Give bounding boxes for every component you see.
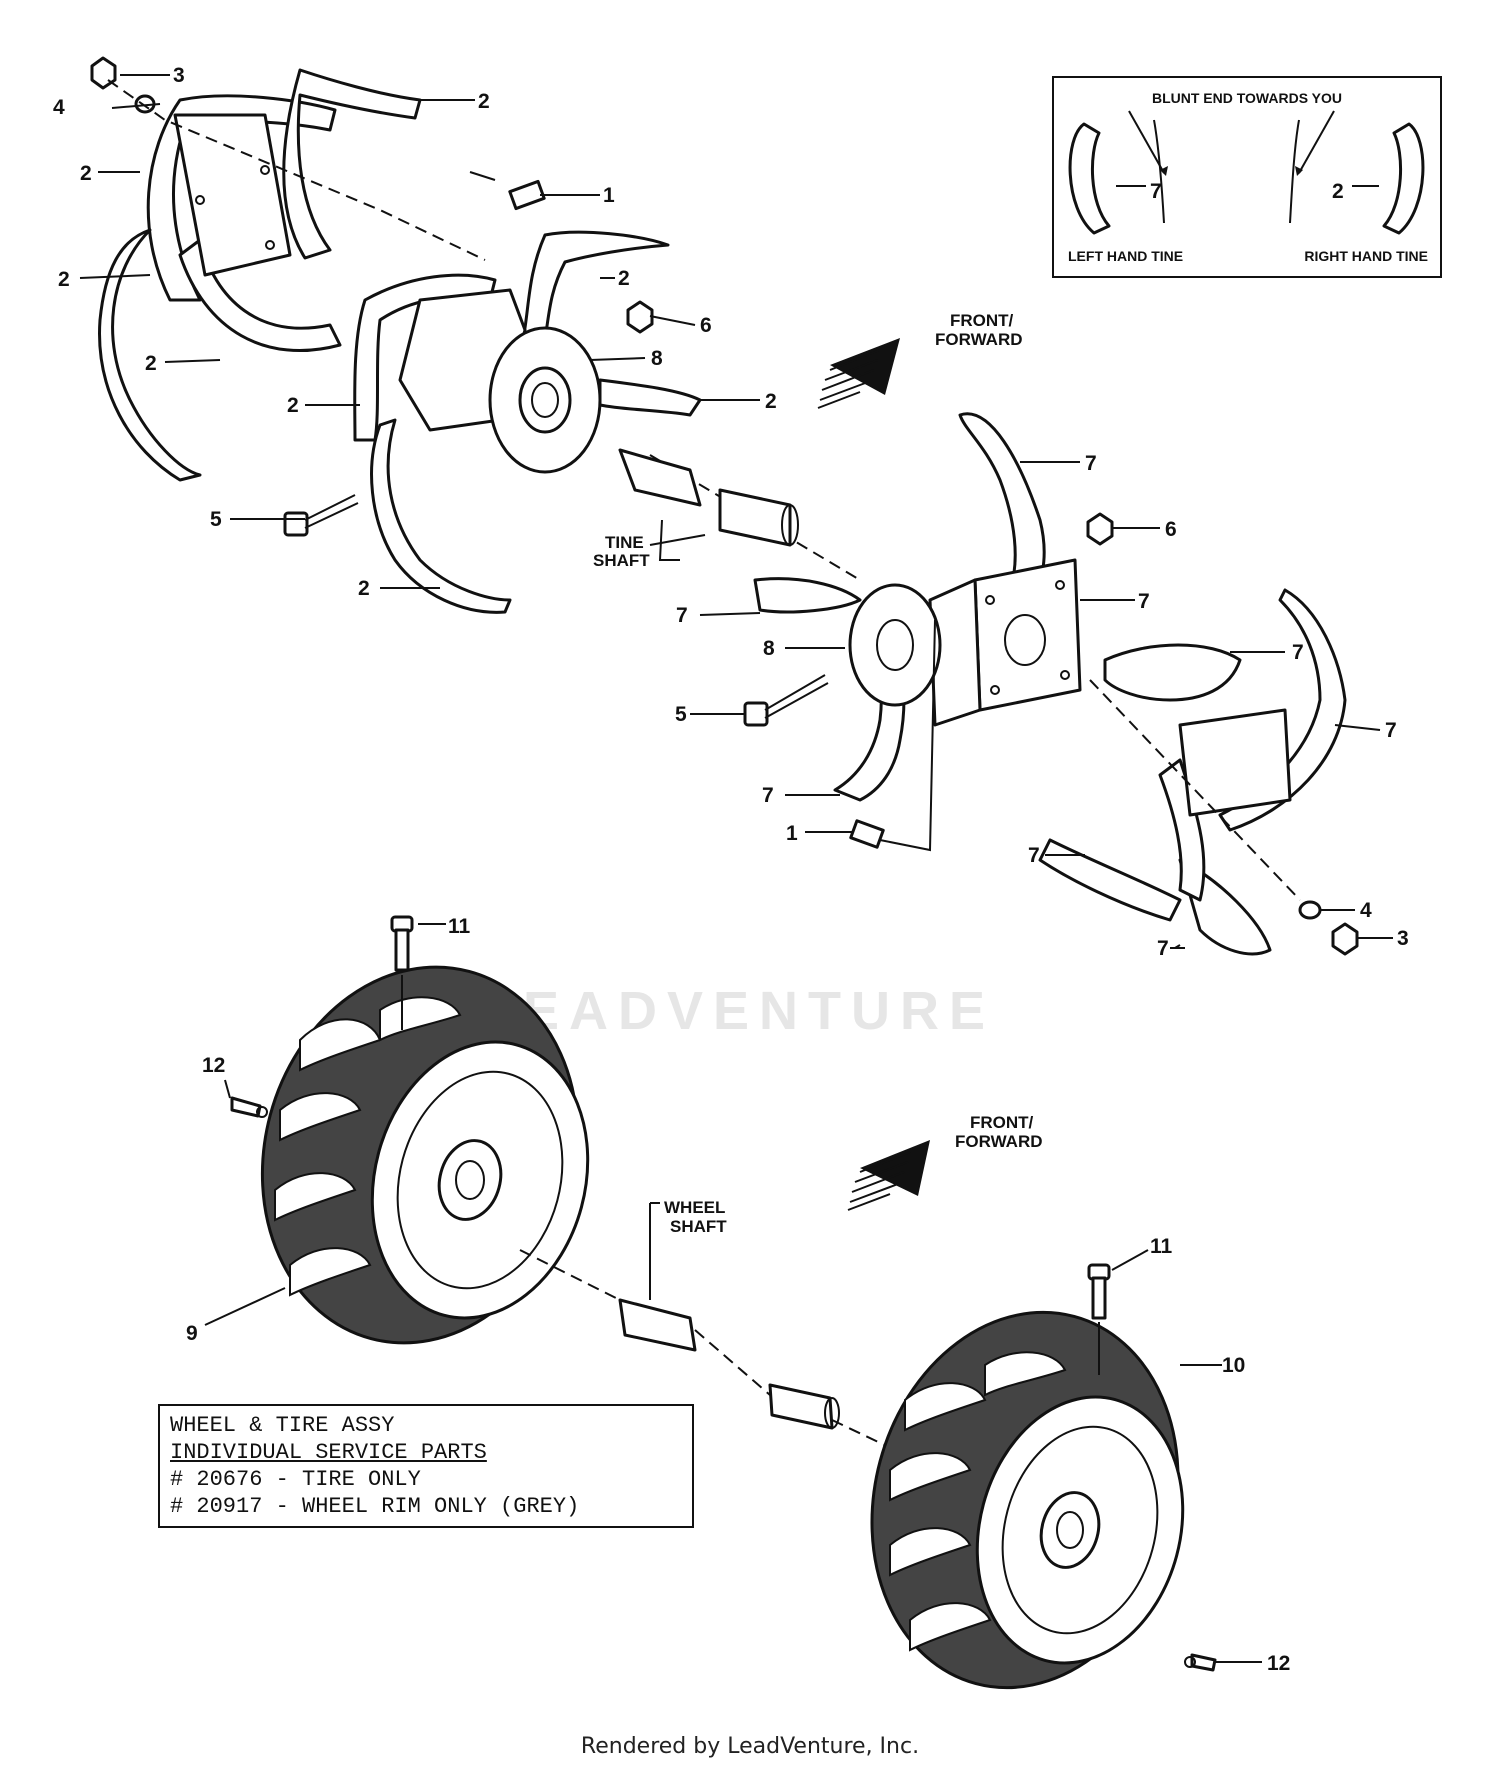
tine-shaft (618, 448, 799, 547)
callout-2: 2 (287, 394, 299, 417)
clip-part-12 (230, 1096, 268, 1118)
leader-lines (79, 74, 1393, 1663)
callout-12: 12 (202, 1054, 225, 1077)
legend-illustration: 7 2 (1068, 110, 1425, 235)
callout-2: 2 (145, 352, 157, 375)
bolt-part-1 (849, 619, 936, 852)
nut-part-6 (1086, 512, 1114, 546)
left-hand-tine-icon (1068, 122, 1111, 235)
callout-7: 7 (676, 604, 688, 627)
legend-right-number: 2 (1332, 180, 1344, 203)
service-line-1: WHEEL & TIRE ASSY (170, 1413, 395, 1438)
callout-2: 2 (58, 268, 70, 291)
callout-1: 1 (786, 822, 798, 845)
callout-12: 12 (1267, 1652, 1290, 1675)
tine-part-2 (518, 230, 670, 362)
service-line-4: # 20917 - WHEEL RIM ONLY (GREY) (170, 1494, 580, 1519)
callout-3: 3 (1397, 927, 1409, 950)
text-labels: FRONT/ FORWARD TINE SHAFT FRONT/ FORWARD… (593, 311, 1043, 1236)
callout-8: 8 (763, 637, 775, 660)
tine-mount-plate (173, 113, 292, 277)
pin-part-11 (1087, 1263, 1111, 1375)
callout-4: 4 (1360, 899, 1372, 922)
hub-flange (848, 583, 942, 707)
callout-9: 9 (186, 1322, 198, 1345)
bolt-part-5 (283, 494, 359, 537)
tine-part-2 (370, 418, 512, 614)
callout-7: 7 (1085, 452, 1097, 475)
callout-7: 7 (1292, 641, 1304, 664)
tine-part-2 (353, 273, 497, 442)
right-hand-tine-icon (1382, 122, 1425, 235)
tine-part-2 (98, 228, 202, 482)
callout-7: 7 (1028, 844, 1040, 867)
wheel-shaft-label-line2: SHAFT (670, 1217, 727, 1236)
tine-orientation-legend: BLUNT END TOWARDS YOU 7 2 LEFT HAND TINE… (1052, 76, 1442, 278)
front-forward-label-line2: FORWARD (955, 1132, 1043, 1151)
clip-part-12 (1184, 1653, 1217, 1672)
service-parts-note: WHEEL & TIRE ASSY INDIVIDUAL SERVICE PAR… (158, 1404, 694, 1528)
tine-mount-plate-rear (1178, 708, 1292, 817)
callout-7: 7 (762, 784, 774, 807)
callout-7: 7 (1385, 719, 1397, 742)
callout-5: 5 (675, 703, 687, 726)
callout-2: 2 (80, 162, 92, 185)
tine-part-7 (1038, 838, 1182, 922)
legend-left-number: 7 (1150, 180, 1162, 203)
service-line-3: # 20676 - TIRE ONLY (170, 1467, 421, 1492)
callout-1: 1 (603, 184, 615, 207)
legend-right-caption: RIGHT HAND TINE (1304, 248, 1428, 264)
callout-6: 6 (1165, 518, 1177, 541)
callout-6: 6 (700, 314, 712, 337)
tine-shaft-label-line1: TINE (605, 533, 644, 552)
callout-7: 7 (1138, 590, 1150, 613)
direction-arrow-upper (817, 338, 900, 409)
front-forward-label-line1: FRONT/ (950, 311, 1014, 330)
wheel-left (230, 915, 590, 1345)
watermark: LEADVENTURE (480, 981, 996, 1041)
legend-left-caption: LEFT HAND TINE (1068, 248, 1184, 264)
pin-part-11 (390, 915, 414, 1030)
tine-shaft-label-line2: SHAFT (593, 551, 650, 570)
callout-4: 4 (53, 96, 65, 119)
nut-part-3 (1331, 922, 1359, 956)
front-forward-label-line2: FORWARD (935, 330, 1023, 349)
bolt-part-5 (743, 674, 829, 727)
front-forward-label-line1: FRONT/ (970, 1113, 1034, 1132)
tine-part-2 (178, 238, 342, 353)
wheel-right (870, 1263, 1217, 1690)
direction-arrow-lower (847, 1140, 930, 1211)
nut-part-6 (626, 300, 654, 334)
right-tine-assembly (743, 412, 1359, 956)
callout-5: 5 (210, 508, 222, 531)
tine-part-2 (598, 378, 702, 417)
render-credit: Rendered by LeadVenture, Inc. (580, 1734, 920, 1759)
callout-11: 11 (448, 915, 471, 938)
callout-8: 8 (651, 347, 663, 370)
legend-header: BLUNT END TOWARDS YOU (1151, 90, 1343, 106)
callout-11: 11 (1150, 1235, 1173, 1258)
callout-numbers: 3 4 2 2 1 2 2 6 2 8 2 2 7 5 6 2 7 7 8 7 … (53, 64, 1409, 1675)
tine-part-7 (1103, 643, 1242, 702)
tine-part-7 (1218, 588, 1347, 832)
tine-part-7 (753, 577, 862, 614)
washer-part-4 (1298, 900, 1322, 920)
bolt-part-1 (469, 171, 546, 211)
callout-2: 2 (765, 390, 777, 413)
service-line-2: INDIVIDUAL SERVICE PARTS (170, 1440, 487, 1465)
callout-7: 7 (1157, 937, 1169, 960)
wheel-shaft-label-line1: WHEEL (664, 1198, 725, 1217)
callout-3: 3 (173, 64, 185, 87)
callout-2: 2 (358, 577, 370, 600)
callout-2: 2 (618, 267, 630, 290)
callout-10: 10 (1222, 1354, 1245, 1377)
tine-part-2 (282, 68, 422, 260)
callout-2: 2 (478, 90, 490, 113)
left-tine-assembly (90, 56, 861, 614)
